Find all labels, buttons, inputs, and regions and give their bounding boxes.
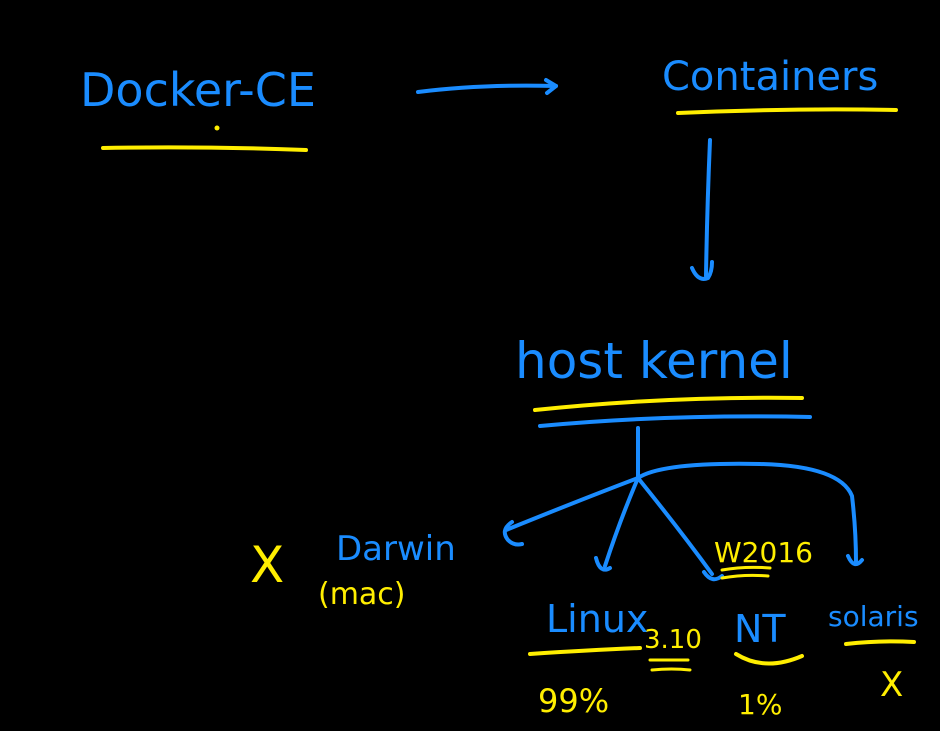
docker-underline [101,145,308,152]
linux-version: 3.10 [644,625,702,655]
branch-to-nt [636,476,714,576]
darwin-x-mark: X [250,536,284,594]
node-solaris-label: solaris [828,600,919,633]
arrowhead-to-solaris [846,554,864,567]
node-containers-label: Containers [662,54,878,100]
node-darwin-label: Darwin [336,529,456,569]
branch-to-linux [603,476,640,568]
docker-dot [214,125,220,131]
solaris-x-mark: X [880,665,903,705]
linux-underline [528,646,642,656]
linux-version-underline-2 [650,667,692,672]
node-docker-label: Docker-CE [80,63,316,117]
nt-version-underline-1 [720,565,772,572]
nt-underline [734,652,804,666]
kernel-underline-yellow [533,395,804,412]
darwin-note: (mac) [318,577,406,612]
node-host-kernel-label: host kernel [515,332,793,390]
arrowhead-to-nt [702,570,724,582]
containers-underline [676,107,898,115]
arrowhead-to-linux [594,556,612,572]
arrowhead-containers-to-kernel [690,260,714,281]
solaris-underline [844,639,916,646]
arrowhead-docker-to-containers [544,78,558,95]
branch-to-darwin [504,476,640,532]
branch-to-solaris [636,461,858,564]
arrowhead-to-darwin [502,520,524,547]
node-linux-label: Linux [546,597,648,641]
arrow-docker-to-containers [416,83,558,94]
arrow-containers-to-kernel [704,138,712,278]
linux-share: 99% [538,682,609,720]
nt-share: 1% [738,688,782,721]
node-nt-label: NT [734,607,786,651]
kernel-underline-blue [538,414,812,428]
nt-version: W2016 [714,536,813,569]
nt-version-underline-2 [720,573,770,580]
